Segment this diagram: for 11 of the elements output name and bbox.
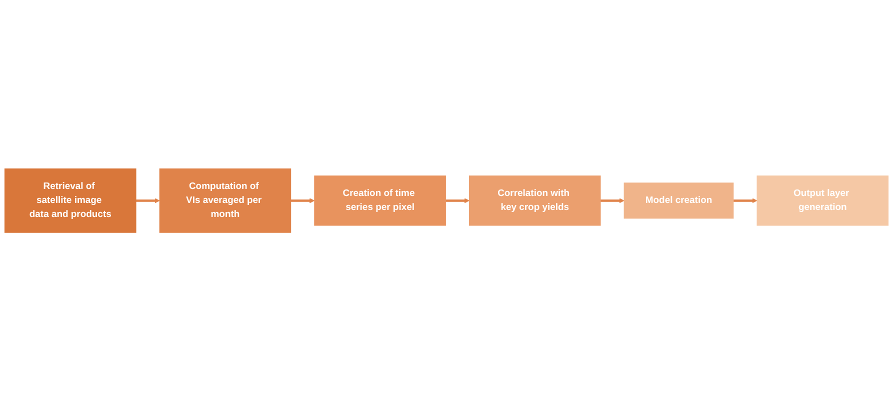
node-box: Creation of time series per pixel [314,176,446,226]
node-box: Retrieval of satellite image data and products [4,168,136,234]
arrow [446,198,470,204]
arrow [733,198,758,204]
node-box: Computation of VIs averaged per month [159,168,292,234]
arrow [290,198,315,204]
node-box: Output layer generation [756,176,889,226]
node-box: Model creation [624,182,734,220]
arrow [600,198,624,204]
arrow [136,198,160,204]
node-box: Correlation with key crop yields [468,176,601,226]
